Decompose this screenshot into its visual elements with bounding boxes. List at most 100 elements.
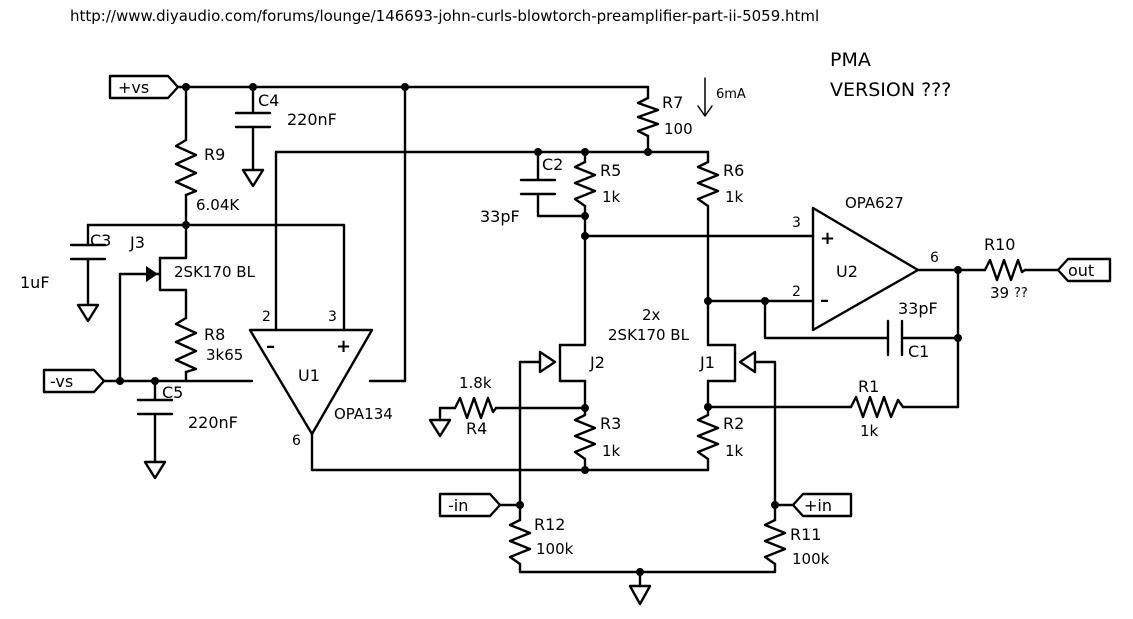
- r10-note: ??: [1014, 286, 1028, 301]
- r9-value: 6.04K: [196, 196, 240, 214]
- junction-dot: [116, 377, 124, 385]
- junction-dot: [954, 334, 962, 342]
- resistor-R5: [573, 160, 597, 208]
- u1-sign-noninv: +: [336, 336, 351, 357]
- opamp-U1: [248, 328, 374, 436]
- c4-ref: C4: [258, 91, 279, 110]
- r12-value: 100k: [536, 540, 574, 558]
- r9-ref: R9: [204, 145, 225, 164]
- r11-ref: R11: [790, 525, 821, 544]
- r2-ref: R2: [723, 414, 744, 433]
- r11-value: 100k: [792, 550, 830, 568]
- port-pos-supply-label: +vs: [118, 78, 149, 97]
- source-url: http://www.diyaudio.com/forums/lounge/14…: [70, 7, 819, 25]
- wires: [86, 85, 1060, 588]
- r7-ref: R7: [662, 93, 683, 112]
- resistor-R2: [696, 413, 720, 461]
- junction-dot: [581, 466, 589, 474]
- resistor-R11: [763, 518, 787, 566]
- resistor-R9: [174, 138, 198, 197]
- j3-ref: J3: [129, 233, 145, 252]
- junction-dot: [581, 212, 589, 220]
- junction-dot: [644, 148, 652, 156]
- junction-dot: [401, 83, 409, 91]
- junctions: [116, 83, 962, 576]
- c5-value: 220nF: [188, 413, 238, 432]
- u2-sign-noninv: +: [820, 228, 835, 249]
- u2-ref: U2: [836, 262, 858, 281]
- u1-sign-inv: –: [266, 336, 275, 357]
- j2-ref: J2: [589, 353, 605, 372]
- r7-current: 6mA: [716, 87, 746, 102]
- jfet-J2: [538, 343, 587, 383]
- port-neg-supply: -vs: [42, 368, 106, 394]
- capacitor-C1: [886, 319, 904, 357]
- port-pos-input: +in: [791, 492, 853, 518]
- resistor-R10: [983, 258, 1027, 282]
- c3-ref: C3: [90, 231, 111, 250]
- capacitor-C4: [234, 111, 272, 129]
- version-note-line1: PMA: [830, 49, 871, 71]
- junction-dot: [151, 377, 159, 385]
- junction-dot: [704, 403, 712, 411]
- r8-ref: R8: [204, 325, 225, 344]
- ground-symbol: [143, 460, 167, 480]
- u1-pin-noninv: 3: [328, 309, 337, 325]
- resistor-R1: [849, 395, 905, 419]
- c1-value: 33pF: [898, 299, 938, 318]
- junction-dot: [771, 501, 779, 509]
- r8-value: 3k65: [206, 346, 243, 364]
- ground-symbol: [628, 584, 652, 606]
- port-pos-input-label: +in: [804, 496, 832, 515]
- u1-pin-inv: 2: [262, 309, 271, 325]
- r12-ref: R12: [534, 515, 565, 534]
- u2-part: OPA627: [845, 194, 904, 212]
- u2-pin-noninv: 3: [792, 215, 801, 231]
- r3-ref: R3: [600, 414, 621, 433]
- u2-pin-out: 6: [930, 250, 939, 266]
- port-neg-input: -in: [438, 492, 502, 518]
- resistor-R8: [174, 316, 198, 374]
- pair-part: 2SK170 BL: [608, 326, 690, 344]
- junction-dot: [954, 266, 962, 274]
- junction-dot: [761, 297, 769, 305]
- junction-dot: [182, 221, 190, 229]
- c3-value: 1uF: [20, 273, 50, 292]
- j1-ref: J1: [699, 353, 715, 372]
- pair-count: 2x: [642, 306, 661, 324]
- r6-ref: R6: [723, 161, 744, 180]
- r6-value: 1k: [725, 188, 744, 206]
- capacitor-C3: [69, 243, 107, 261]
- j3-part: 2SK170 BL: [174, 263, 256, 281]
- resistor-R4: [453, 396, 498, 420]
- u1-part: OPA134: [334, 405, 393, 423]
- resistor-R6: [696, 160, 720, 208]
- r5-ref: R5: [600, 161, 621, 180]
- c1-ref: C1: [908, 342, 929, 361]
- port-output-label: out: [1068, 261, 1094, 280]
- r1-value: 1k: [860, 422, 879, 440]
- port-pos-supply: +vs: [108, 74, 180, 100]
- junction-dot: [534, 148, 542, 156]
- junction-dot: [249, 83, 257, 91]
- ground-symbol: [241, 168, 265, 188]
- ground-symbol: [76, 303, 100, 323]
- jfet-J1: [706, 343, 757, 383]
- junction-dot: [581, 404, 589, 412]
- junction-dot: [704, 297, 712, 305]
- r2-value: 1k: [725, 442, 744, 460]
- junction-dot: [182, 83, 190, 91]
- u1-ref: U1: [298, 366, 320, 385]
- junction-dot: [581, 232, 589, 240]
- u1-pin-out: 6: [292, 433, 301, 449]
- version-note-line2: VERSION ???: [830, 79, 951, 101]
- ground-symbol: [428, 418, 452, 438]
- c2-value: 33pF: [480, 207, 520, 226]
- u2-sign-inv: –: [820, 290, 829, 311]
- r1-ref: R1: [858, 377, 879, 396]
- capacitor-C5: [136, 398, 174, 416]
- r3-value: 1k: [602, 442, 621, 460]
- c4-value: 220nF: [287, 110, 337, 129]
- c5-ref: C5: [162, 383, 183, 402]
- r10-ref: R10: [984, 235, 1015, 254]
